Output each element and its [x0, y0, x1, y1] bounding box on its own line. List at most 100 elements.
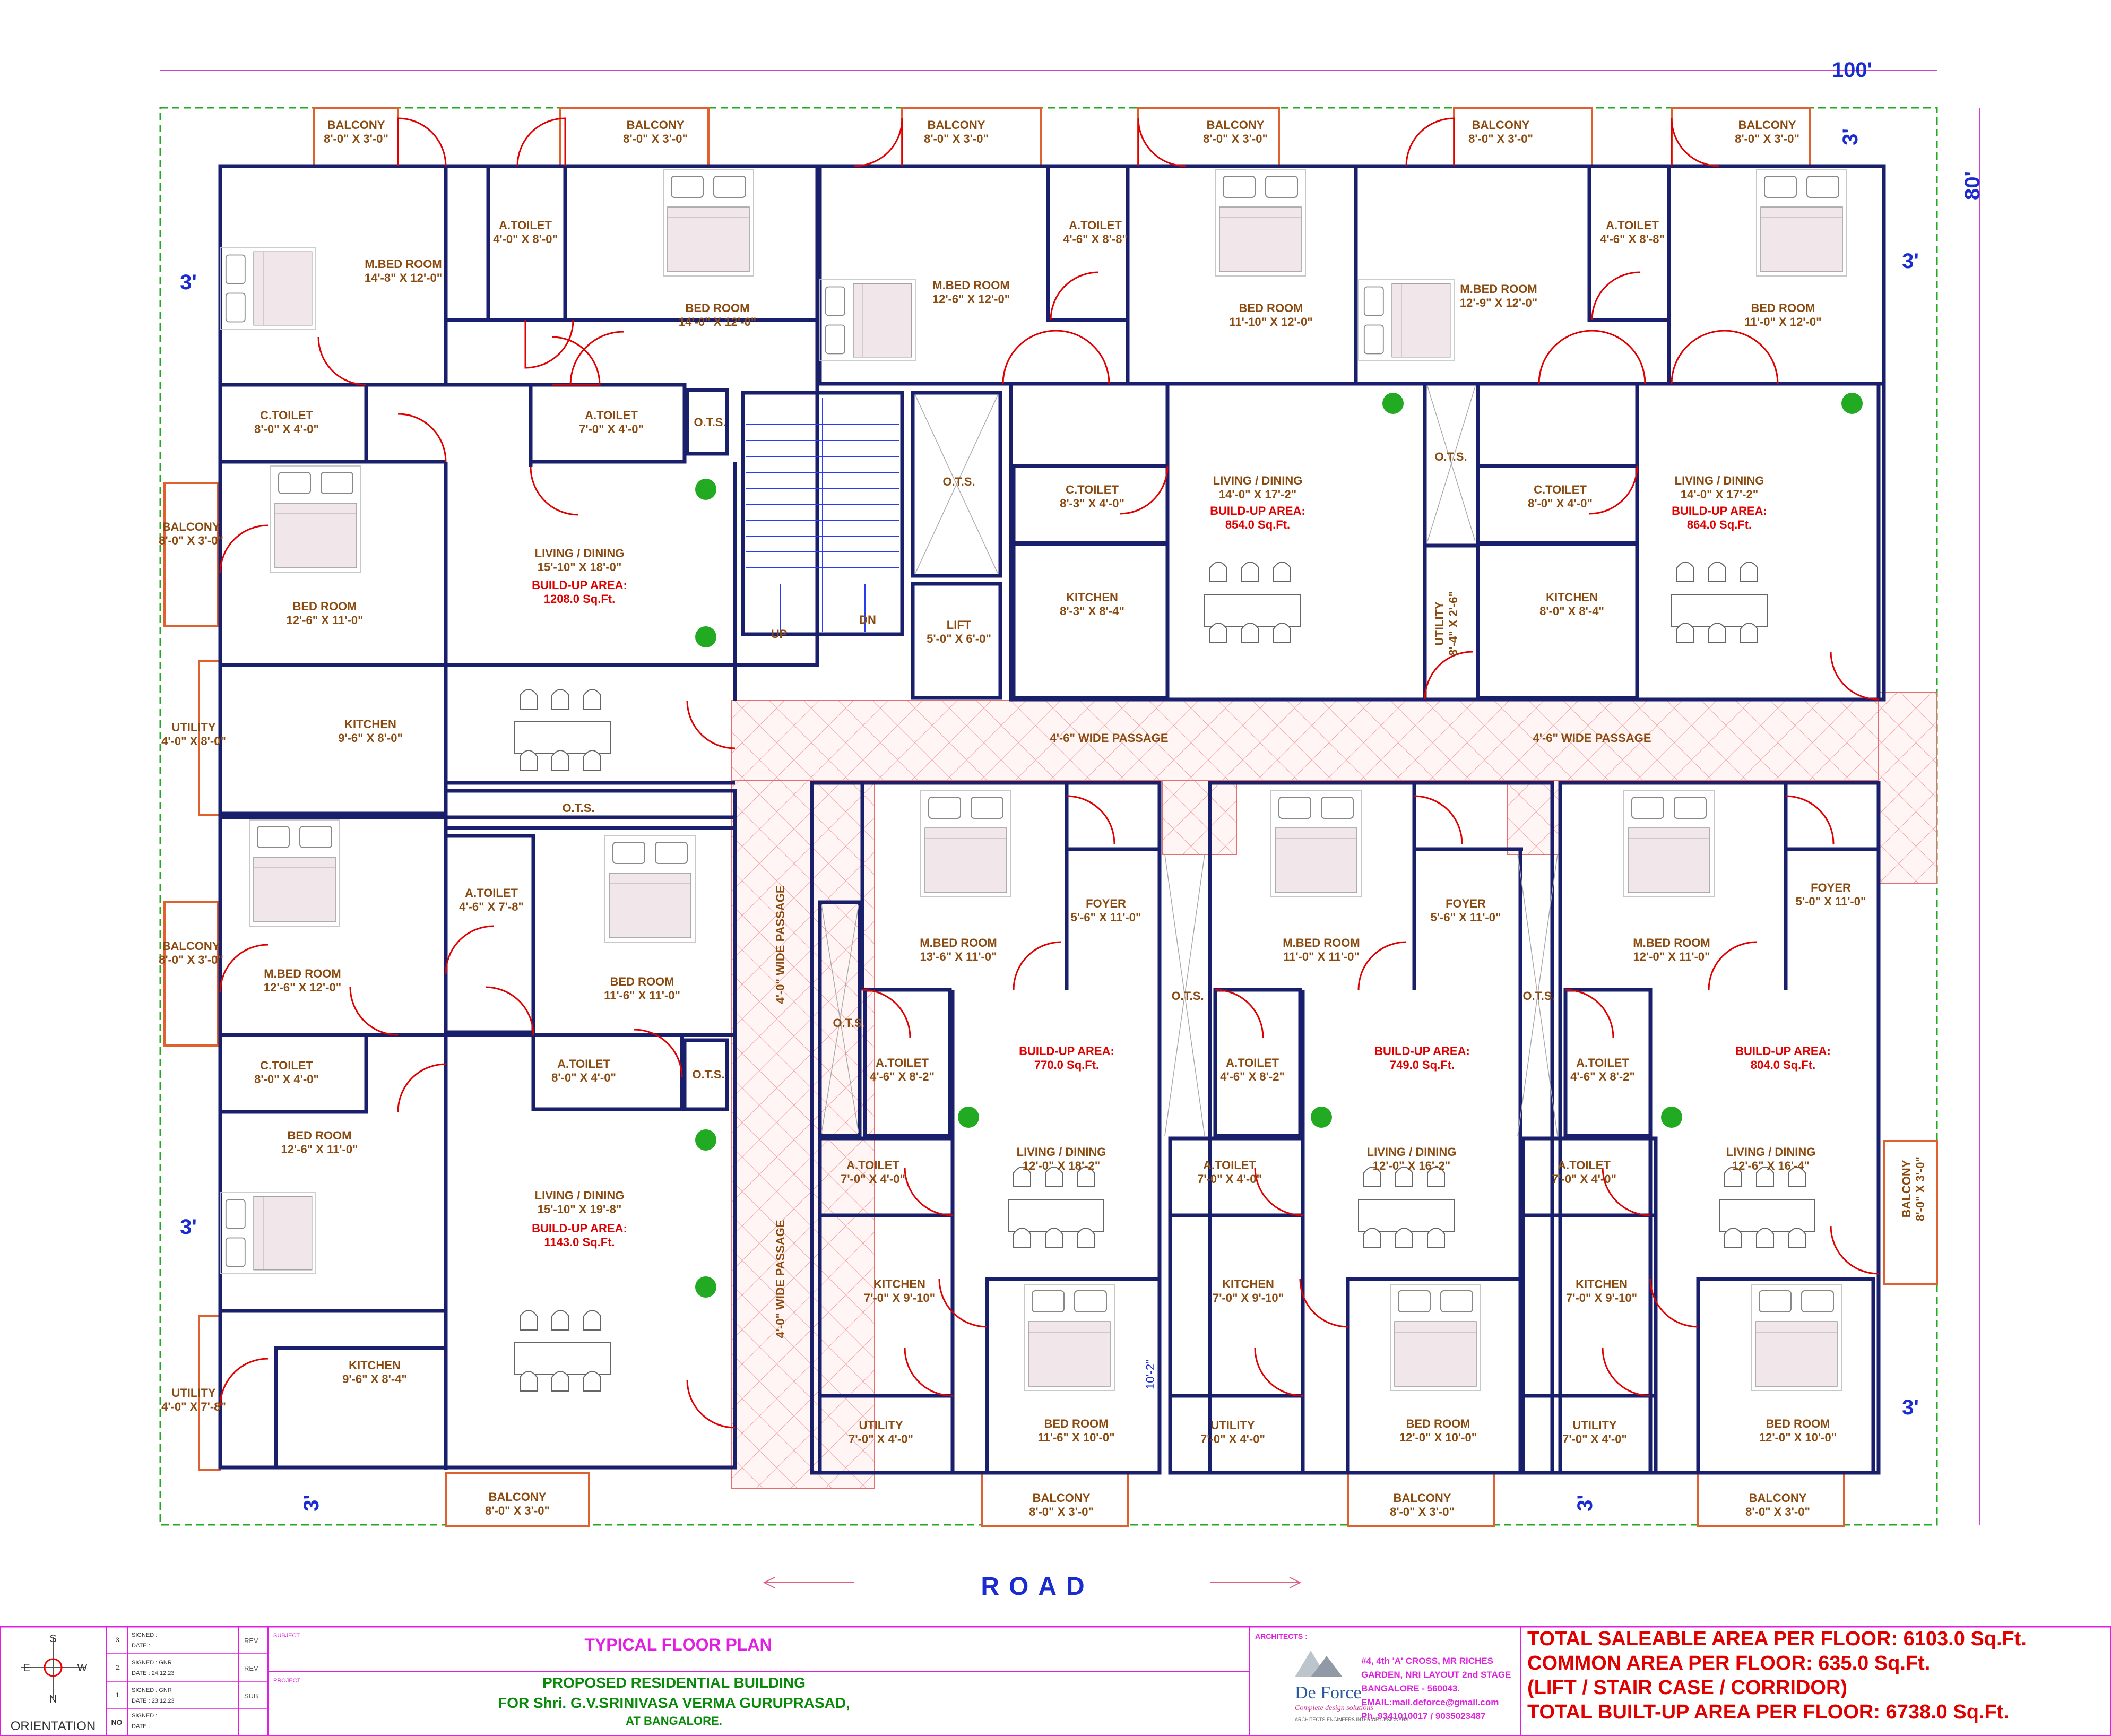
room-dimensions: 7'-0" X 9'-10" — [864, 1291, 935, 1305]
firm-tagline: Complete design solutions — [1295, 1704, 1373, 1712]
area-total-line: TOTAL BUILT-UP AREA PER FLOOR: 6738.0 Sq… — [1527, 1701, 2009, 1723]
area-total-line: COMMON AREA PER FLOOR: 635.0 Sq.Ft. — [1527, 1652, 1930, 1674]
room-name: M.BED ROOM — [920, 936, 997, 949]
setback-label: 3' — [1902, 249, 1919, 273]
room-name: C.TOILET — [260, 1059, 313, 1072]
compass-e: E — [23, 1662, 30, 1674]
ots-shafts — [821, 386, 1558, 1136]
room-name: A.TOILET — [846, 1159, 899, 1172]
room-dimensions: 12'-6" X 11'-0" — [286, 614, 363, 627]
revision-tag: REV — [244, 1637, 258, 1645]
room-dimensions: 7'-0" X 4'-0" — [841, 1172, 905, 1186]
room-name: LIVING / DINING — [1675, 474, 1764, 487]
room-name: BALCONY — [162, 939, 220, 953]
build-up-area-label: BUILD-UP AREA: — [1735, 1044, 1831, 1058]
room-name: UTILITY — [171, 721, 215, 734]
room-name: UTILITY — [1572, 1419, 1616, 1432]
drawing-title: TYPICAL FLOOR PLAN — [584, 1635, 772, 1654]
setback-label: 3' — [180, 271, 197, 294]
room-name: BALCONY — [1472, 118, 1530, 132]
address-line: #4, 4th 'A' CROSS, MR RICHES — [1361, 1656, 1493, 1666]
room-dimensions: 8'-0" X 4'-0" — [254, 1073, 319, 1086]
room-name: C.TOILET — [1066, 483, 1119, 496]
setback-label: 3' — [1902, 1396, 1919, 1419]
room-name: BALCONY — [627, 118, 685, 132]
address-line: EMAIL:mail.deforce@gmail.com — [1361, 1697, 1499, 1707]
room-dimensions: 5'-0" X 11'-0" — [1796, 895, 1866, 908]
build-up-area-label: BUILD-UP AREA: — [1019, 1044, 1114, 1058]
address-line: GARDEN, NRI LAYOUT 2nd STAGE — [1361, 1670, 1511, 1680]
room-dimensions: 7'-0" X 4'-0" — [579, 422, 644, 436]
address-line: Ph. 9341010017 / 9035023487 — [1361, 1711, 1485, 1721]
road-arrows — [763, 1577, 1302, 1588]
room-dimensions: 14'-8" X 12'-0" — [365, 271, 442, 284]
room-name: A.TOILET — [876, 1056, 929, 1069]
room-name: M.BED ROOM — [932, 279, 1009, 292]
room-dimensions: 7'-0" X 4'-0" — [1552, 1172, 1616, 1186]
room-dimensions: 4'-0" X 8'-0" — [493, 232, 558, 246]
passage-label: 4'-6" WIDE PASSAGE — [1050, 731, 1168, 745]
plant-icons — [695, 393, 1863, 1298]
revision-signed: SIGNED : — [132, 1713, 157, 1719]
room-dimensions: 12'-6" X 11'-0" — [281, 1143, 358, 1156]
room-name: C.TOILET — [1534, 483, 1587, 496]
room-name: BALCONY — [162, 520, 220, 533]
passage-label: 4'-6" WIDE PASSAGE — [1533, 731, 1651, 745]
setback-label: 3' — [180, 1215, 197, 1239]
area-total-line: TOTAL SALEABLE AREA PER FLOOR: 6103.0 Sq… — [1527, 1628, 2027, 1650]
room-name: BED ROOM — [610, 975, 674, 988]
room-dimensions: 12'-0" X 18'-2" — [1023, 1159, 1100, 1172]
room-name: BED ROOM — [686, 301, 750, 315]
setback-label: 3' — [1573, 1495, 1597, 1512]
dim-top-label: 100' — [1832, 58, 1872, 82]
compass-s: S — [49, 1633, 56, 1645]
architects-label: ARCHITECTS : — [1255, 1632, 1308, 1640]
room-dimensions: 8'-0" X 3'-0" — [485, 1504, 550, 1517]
room-name: KITCHEN — [1066, 591, 1118, 604]
room-label: O.T.S. — [1171, 989, 1204, 1003]
build-up-area-value: 804.0 Sq.Ft. — [1751, 1058, 1815, 1072]
build-up-area-label: BUILD-UP AREA: — [532, 1222, 627, 1235]
room-dimensions: 12'-9" X 12'-0" — [1460, 296, 1537, 309]
passage-horizontal — [731, 700, 1937, 781]
room-dimensions: 13'-6" X 11'-0" — [920, 950, 997, 963]
room-dimensions: 15'-10" X 19'-8" — [538, 1203, 622, 1216]
room-dimensions: 8'-0" X 3'-0" — [924, 132, 989, 145]
room-dimensions: 8'-0" X 4'-0" — [1528, 497, 1593, 510]
setback-label: 3' — [1839, 128, 1862, 145]
room-name: A.TOILET — [1069, 219, 1122, 232]
room-name: A.TOILET — [557, 1057, 610, 1070]
revision-signed: SIGNED : GNR — [132, 1687, 172, 1694]
room-dimensions: 12'-6" X 16'-4" — [1732, 1159, 1810, 1172]
room-name: UTILITY — [1433, 601, 1446, 645]
address-line: BANGALORE - 560043. — [1361, 1683, 1460, 1694]
revision-date: DATE : 24.12.23 — [132, 1670, 175, 1677]
room-name: BED ROOM — [293, 600, 357, 613]
area-totals: TOTAL SALEABLE AREA PER FLOOR: 6103.0 Sq… — [1527, 1628, 2027, 1723]
room-dimensions: 12'-0" X 16'-2" — [1373, 1159, 1450, 1172]
build-up-area-value: 864.0 Sq.Ft. — [1687, 518, 1752, 531]
room-dimensions: 4'-6" X 8'-8" — [1600, 232, 1665, 246]
revision-number: 1. — [116, 1691, 121, 1699]
room-dimensions: 11'-6" X 11'-0" — [604, 989, 680, 1002]
